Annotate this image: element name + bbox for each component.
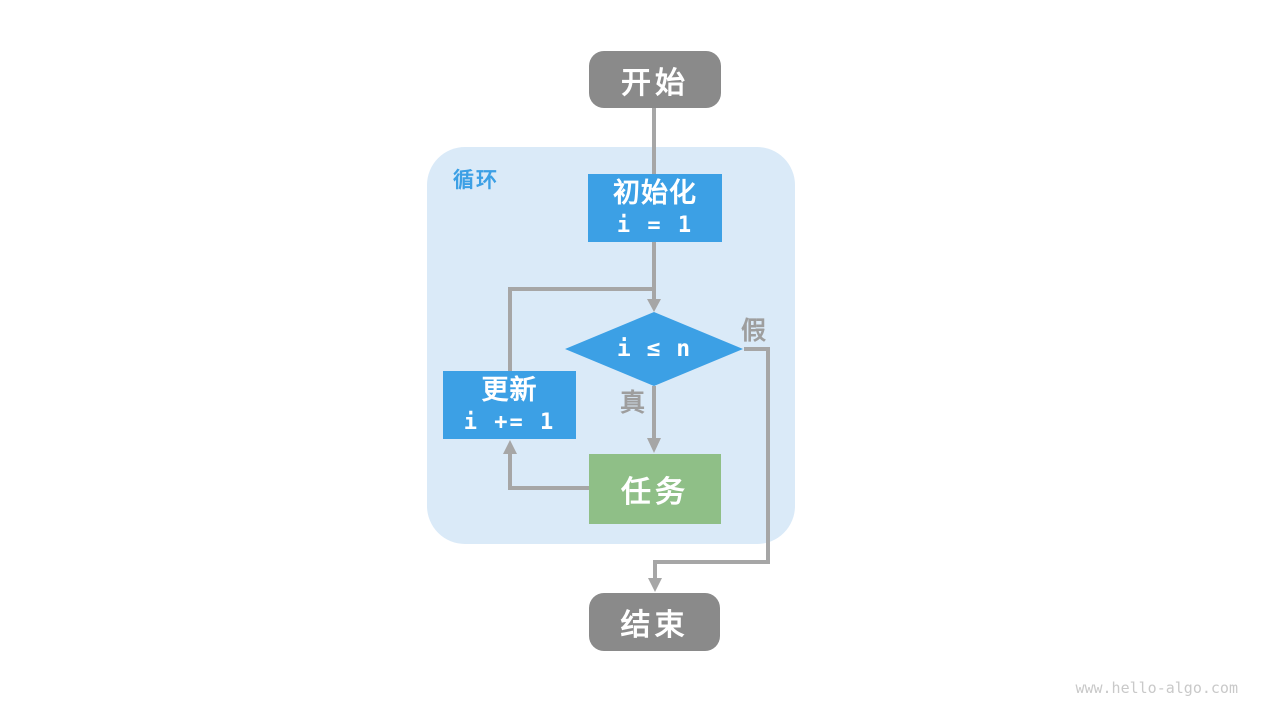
- init-node-code: i = 1: [616, 212, 694, 238]
- end-node-label: 结束: [620, 609, 689, 642]
- edge-condition-to-end: [653, 347, 770, 579]
- end-node: 结束: [589, 593, 720, 651]
- edge-update-to-condition: [508, 287, 654, 373]
- task-node-label: 任务: [621, 476, 689, 509]
- arrowhead-into-update: [503, 440, 517, 454]
- edge-task-to-update: [508, 454, 589, 490]
- start-node-label: 开始: [621, 66, 689, 100]
- false-branch-label: 假: [741, 317, 767, 345]
- condition-diamond-shape: [565, 312, 743, 386]
- start-node: 开始: [589, 51, 721, 108]
- arrowhead-into-task: [647, 438, 661, 453]
- update-node-code: i += 1: [463, 409, 556, 435]
- update-node-label: 更新: [481, 375, 538, 406]
- true-branch-label: 真: [620, 389, 646, 417]
- task-node: 任务: [589, 454, 721, 524]
- update-node: 更新 i += 1: [443, 371, 576, 439]
- watermark: www.hello-algo.com: [1075, 679, 1238, 697]
- loop-container-label: 循环: [453, 169, 499, 192]
- init-node: 初始化 i = 1: [588, 174, 722, 242]
- arrowhead-into-condition: [647, 299, 661, 312]
- condition-expression: i ≤ n: [616, 336, 692, 362]
- arrowhead-into-end: [648, 578, 662, 592]
- init-node-label: 初始化: [613, 178, 697, 209]
